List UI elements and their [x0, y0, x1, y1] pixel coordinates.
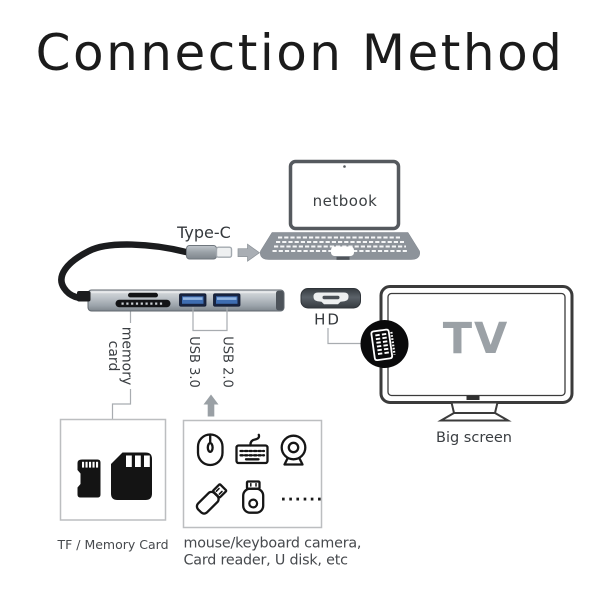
type-c-plug-icon	[186, 245, 233, 260]
usb3-port	[179, 293, 207, 307]
u-disk-icon	[242, 480, 265, 514]
webcam-dot-icon	[343, 165, 346, 168]
peripherals-caption-line2: Card reader, U disk, etc	[184, 553, 348, 569]
usb2-port	[213, 293, 241, 307]
page-title: Connection Method	[36, 24, 565, 82]
usb-ports-connector-line	[192, 307, 228, 332]
tv-stand-neck	[450, 401, 499, 414]
microsd-card-icon	[77, 459, 101, 498]
hd-label: HD	[314, 311, 341, 329]
keyboard-icon	[235, 433, 269, 465]
memory-card-label-line2: card	[105, 341, 121, 372]
tv-stand-base	[437, 412, 512, 422]
hdmi-plug-icon	[360, 320, 409, 368]
usb2-label: USB 2.0	[220, 336, 235, 388]
memory-card-label-line1: memory	[119, 327, 135, 386]
webcam-icon	[280, 434, 307, 466]
type-c-cable-icon	[58, 241, 190, 302]
trackpad	[331, 246, 354, 256]
netbook-laptop-icon: netbook	[260, 159, 420, 260]
big-screen-caption: Big screen	[436, 430, 512, 446]
etc-dots: ......	[281, 487, 324, 505]
tv-screen-label: TV	[443, 314, 510, 364]
memory-card-connector-line	[111, 311, 132, 419]
sd-card-slot	[115, 299, 171, 308]
usb-hub-icon	[77, 289, 285, 312]
hdmi-connector-line	[327, 328, 361, 345]
memory-cards-box	[59, 418, 167, 521]
microsd-slot	[128, 292, 158, 298]
mouse-icon	[196, 433, 224, 467]
tv-icon: TV	[379, 285, 574, 422]
usb3-label: USB 3.0	[186, 336, 201, 388]
up-arrow-icon	[203, 394, 219, 417]
right-arrow-icon	[237, 243, 261, 262]
peripherals-box: ......	[182, 419, 324, 529]
type-c-label: Type-C	[176, 223, 231, 242]
hdmi-port-icon	[300, 288, 361, 309]
flash-drive-icon	[195, 483, 228, 515]
tf-memory-card-caption: TF / Memory Card	[56, 537, 168, 552]
peripherals-caption-line1: mouse/keyboard camera,	[184, 536, 362, 552]
netbook-label: netbook	[313, 192, 378, 210]
sd-card-icon	[111, 452, 152, 500]
cable-boot	[77, 291, 91, 302]
